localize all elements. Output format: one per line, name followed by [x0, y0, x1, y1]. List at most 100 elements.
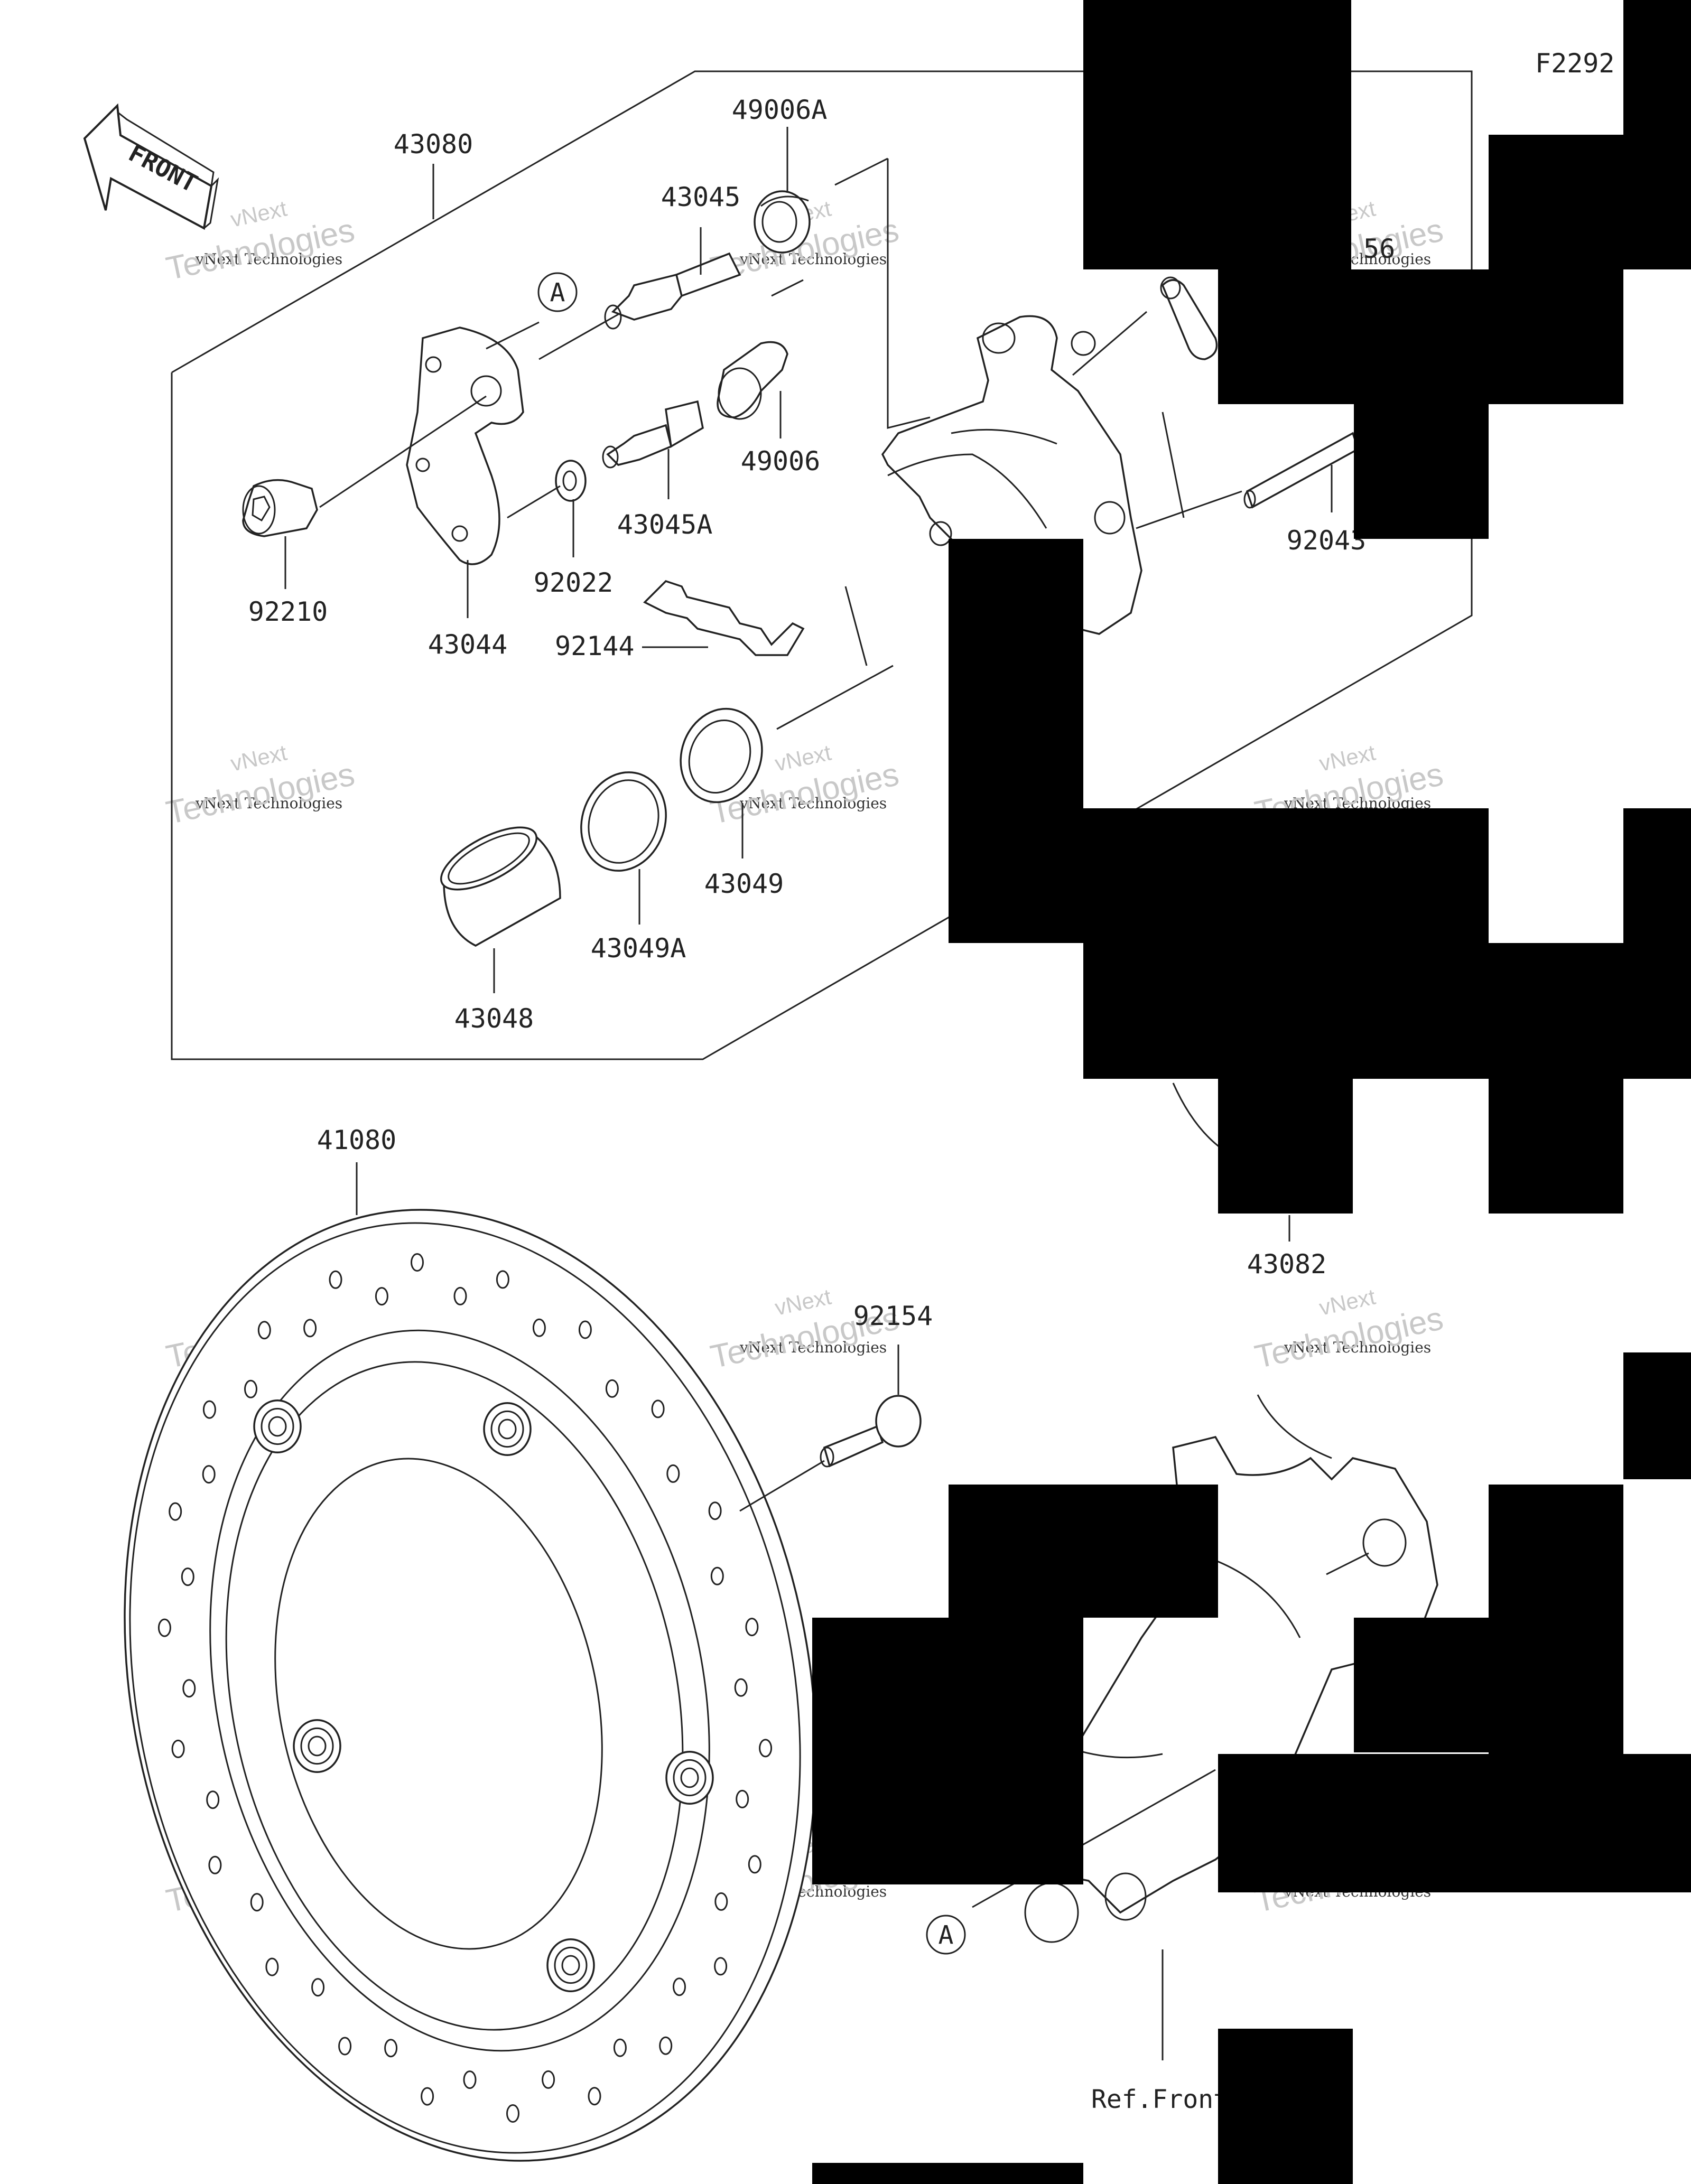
- disc-hole: [202, 1400, 216, 1419]
- dust-boot-part: [717, 341, 788, 420]
- disc-hole: [206, 1790, 220, 1809]
- label-56: 56: [1363, 234, 1395, 264]
- callout-a-bottom: A: [926, 1915, 966, 1955]
- disc-hole: [182, 1679, 196, 1698]
- callout-a-top-label: A: [550, 278, 565, 307]
- bolt-part: [242, 479, 318, 537]
- disc-hole: [257, 1321, 271, 1340]
- watermark-line2: vNext Technologies: [739, 250, 887, 268]
- label-43080: 43080: [394, 129, 473, 160]
- label-43082: 43082: [1247, 1249, 1327, 1280]
- label-49006: 49006: [741, 446, 821, 477]
- disc-hole: [411, 1253, 424, 1272]
- disc-hole: [169, 1502, 182, 1521]
- disc-hole: [714, 1892, 728, 1911]
- disc-hole: [588, 2087, 601, 2106]
- disc-hole: [613, 2038, 627, 2057]
- disc-boss: [554, 1946, 588, 1984]
- disc-hole: [311, 1978, 325, 1997]
- label-43049a: 43049A: [591, 933, 686, 964]
- piston-part: [440, 826, 561, 947]
- brake-disc-part: [124, 1209, 817, 2162]
- disc-hole: [710, 1566, 724, 1585]
- watermark-line2: vNext Technologies: [195, 250, 342, 268]
- disc-boss: [680, 1767, 699, 1788]
- disc-hole: [463, 2070, 477, 2089]
- part-labels: F2292 43080 49006A 43045 49006 43045A 92…: [248, 48, 1615, 2114]
- label-43045: 43045: [661, 182, 741, 212]
- disc-hole: [736, 1789, 749, 1808]
- disc-hole: [708, 1501, 722, 1520]
- callout-a-bottom-label: A: [939, 1920, 954, 1950]
- caliper-bracket-part: [406, 326, 524, 565]
- disc-hole: [532, 1318, 546, 1337]
- pad-pin-part: [1243, 432, 1360, 509]
- label-43044: 43044: [428, 629, 508, 660]
- disc-boss: [308, 1735, 327, 1757]
- disc-hole: [578, 1320, 592, 1339]
- disc-hole: [338, 2037, 352, 2056]
- watermark-line2: vNext Technologies: [1284, 1339, 1431, 1356]
- label-92210: 92210: [248, 596, 328, 627]
- pad-spring-part: [643, 580, 805, 656]
- label-92022: 92022: [534, 567, 614, 598]
- disc-hole: [265, 1957, 279, 1976]
- watermark-line2: vNext Technologies: [739, 795, 887, 812]
- watermark-line2: vNext Technologies: [195, 795, 342, 812]
- slide-pin-part: [604, 252, 741, 330]
- disc-hole: [157, 1618, 171, 1637]
- label-41080: 41080: [317, 1125, 397, 1155]
- disc-hole: [673, 1977, 686, 1996]
- callout-a-top: A: [537, 272, 578, 312]
- label-43049: 43049: [704, 869, 784, 899]
- disc-hole: [208, 1855, 222, 1874]
- redaction-blocks: [812, 0, 1691, 2184]
- disc-hole: [171, 1739, 185, 1758]
- disc-hole: [181, 1567, 194, 1586]
- disc-bosses: [253, 1399, 714, 1993]
- ref-front-label: Ref.Front: [1091, 2085, 1229, 2114]
- disc-boss: [498, 1418, 517, 1440]
- disc-hole: [453, 1286, 467, 1305]
- label-92154: 92154: [853, 1301, 933, 1331]
- disc-hole: [759, 1739, 773, 1758]
- disc-hole: [734, 1678, 748, 1697]
- disc-hole: [748, 1855, 761, 1874]
- label-43048: 43048: [454, 1003, 534, 1034]
- disc-hole: [666, 1464, 680, 1483]
- piston-seal-part: [680, 707, 763, 804]
- disc-boss: [673, 1759, 707, 1797]
- disc-boss: [561, 1955, 580, 1976]
- disc-hole: [375, 1287, 388, 1306]
- label-43045a: 43045A: [617, 509, 713, 540]
- disc-hole: [651, 1399, 665, 1418]
- disc-hole: [244, 1379, 257, 1398]
- disc-hole: [202, 1465, 216, 1484]
- dust-seal-part: [580, 771, 667, 872]
- washer-part: [555, 460, 587, 502]
- diagram-code: F2292: [1535, 48, 1615, 79]
- label-92043: 92043: [1287, 525, 1367, 556]
- disc-boss: [490, 1410, 524, 1448]
- disc-hole: [659, 2036, 673, 2055]
- disc-hole: [384, 2039, 398, 2058]
- disc-hole: [421, 2087, 434, 2106]
- bleeder-part: [1160, 276, 1218, 360]
- dust-boot-a-part: [754, 190, 811, 254]
- disc-hole: [605, 1379, 619, 1398]
- disc-boss: [261, 1407, 294, 1445]
- disc-hole: [714, 1957, 728, 1976]
- disc-hole: [250, 1893, 264, 1912]
- label-92144: 92144: [555, 631, 635, 661]
- disc-hole: [745, 1618, 759, 1637]
- disc-holes: [157, 1253, 773, 2123]
- front-arrow-icon: FRONT: [83, 103, 219, 230]
- disc-boss: [300, 1727, 334, 1765]
- label-49006a: 49006A: [732, 95, 828, 125]
- slide-pin-a-part: [602, 400, 704, 469]
- disc-hole: [496, 1270, 509, 1289]
- disc-boss: [268, 1416, 287, 1437]
